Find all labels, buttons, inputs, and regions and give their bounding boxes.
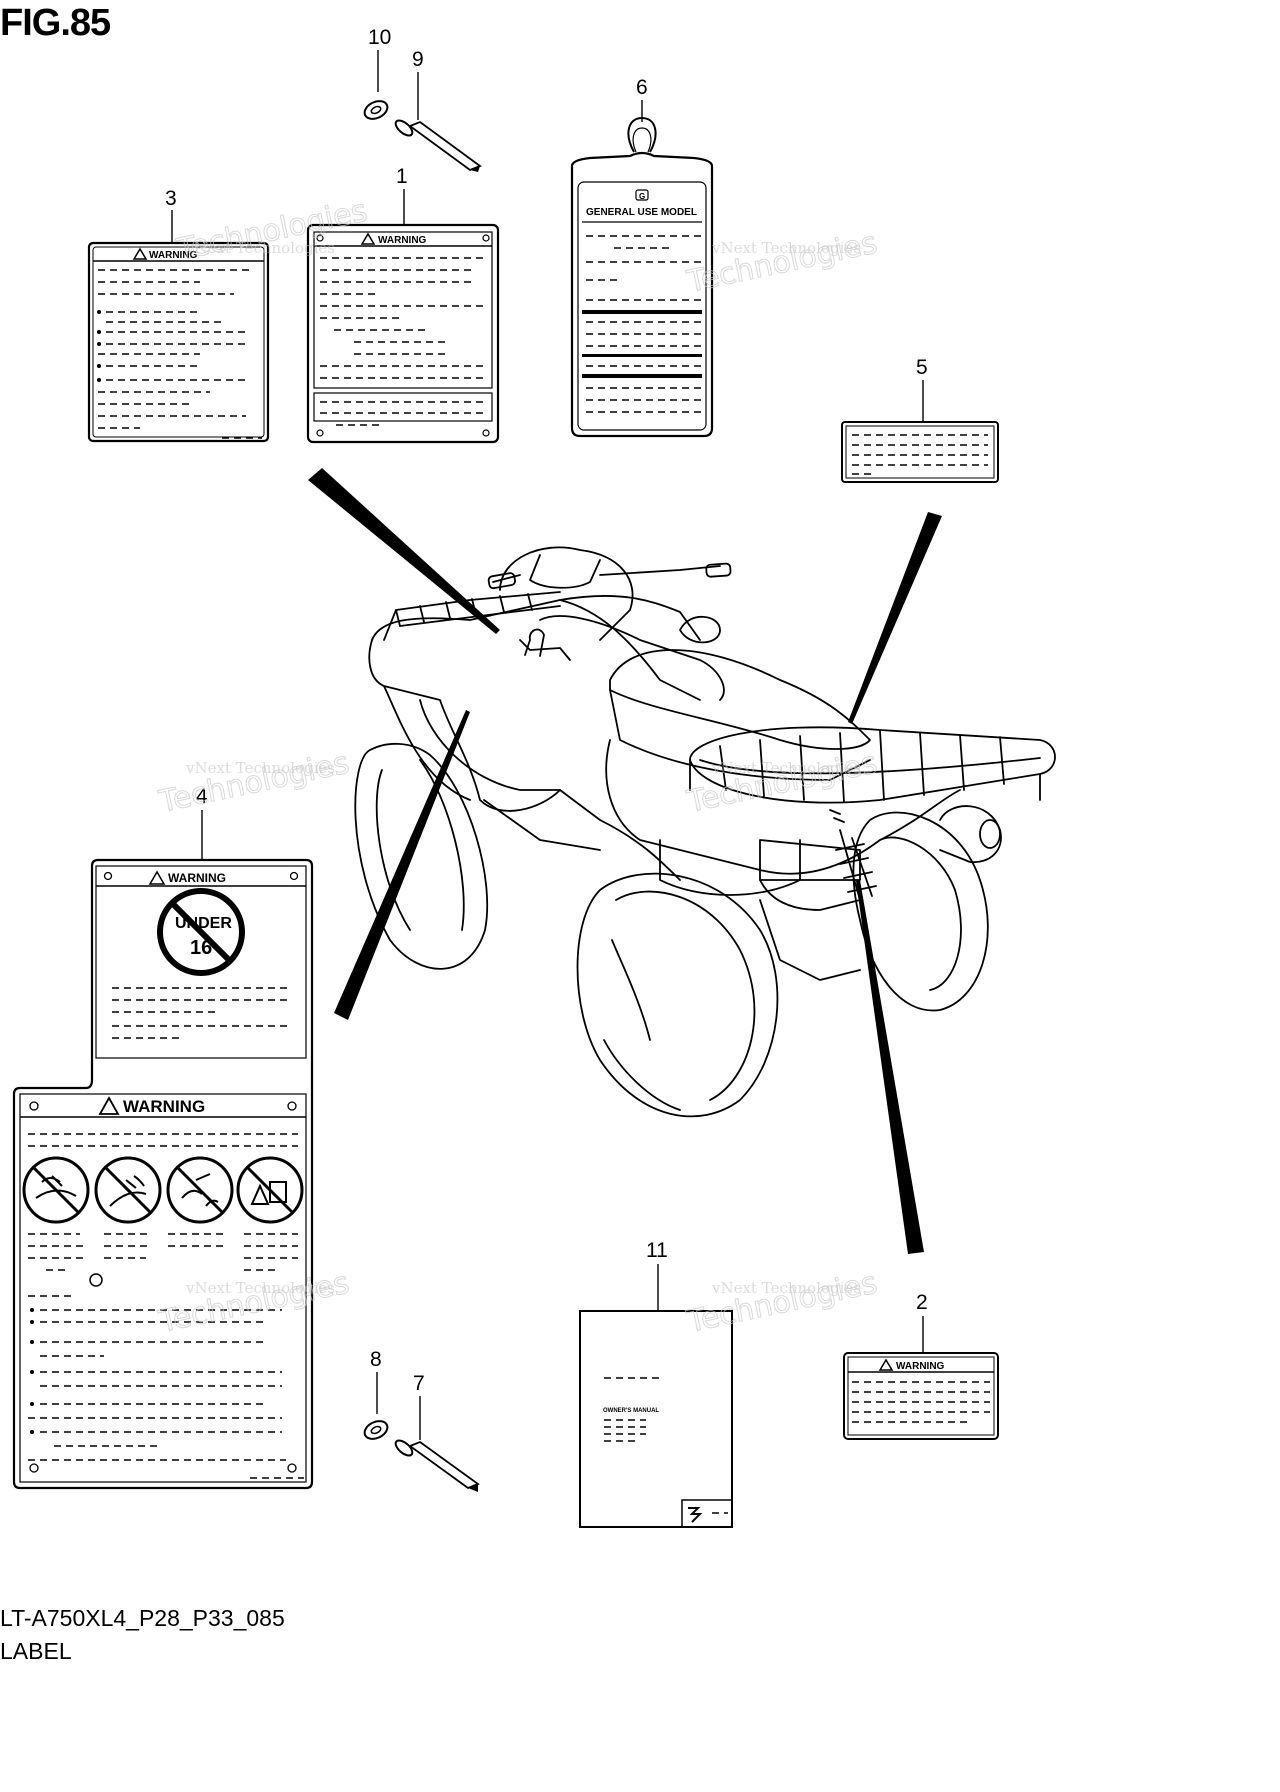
label-text-lines [97, 269, 262, 439]
callout-number: 7 [413, 1372, 425, 1395]
callout-number: 8 [370, 1348, 382, 1371]
callout-9[interactable]: 9 [412, 48, 424, 120]
label-2[interactable]: WARNING [843, 1352, 999, 1440]
svg-text:Technologies: Technologies [155, 746, 352, 821]
pointer-label-5-icon [848, 512, 942, 724]
no-drugs-icon [236, 1156, 304, 1224]
callout-number: 1 [396, 165, 408, 188]
svg-text:vNext Technologies: vNext Technologies [185, 239, 335, 257]
callout-7[interactable]: 7 [413, 1372, 425, 1440]
washer-8-icon[interactable] [362, 1418, 391, 1443]
label-3[interactable]: WARNING [87, 241, 270, 443]
callout-4[interactable]: 4 [196, 785, 208, 860]
atv-illustration-icon [354, 546, 1056, 1118]
label-text-lines [582, 235, 702, 413]
model-code: LT-A750XL4_P28_P33_085 [0, 1605, 285, 1631]
label-text-lines [28, 1233, 298, 1461]
age-text: 16 [190, 937, 212, 959]
callout-11[interactable]: 11 [646, 1239, 668, 1311]
warning-triangle-icon [132, 247, 148, 260]
svg-text:vNext Technologies: vNext Technologies [711, 759, 861, 777]
label-5[interactable] [841, 421, 999, 483]
callout-number: 2 [916, 1291, 928, 1314]
warning-triangle-icon [360, 232, 376, 245]
callout-number: 11 [646, 1239, 668, 1262]
warning-triangle-icon [148, 870, 166, 885]
label-text-lines [320, 257, 486, 379]
warning-heading: WARNING [149, 250, 198, 261]
pointer-label-4-icon [334, 710, 470, 1020]
callout-number: 5 [916, 356, 928, 379]
rivet-9-icon[interactable] [393, 118, 482, 172]
pointer-label-1-icon [308, 468, 500, 634]
callout-1[interactable]: 1 [396, 165, 408, 225]
callout-number: 10 [368, 26, 391, 49]
pictogram-row [22, 1156, 304, 1224]
warning-heading: WARNING [168, 871, 226, 885]
callout-5[interactable]: 5 [916, 356, 928, 422]
callout-10[interactable]: 10 [368, 26, 391, 92]
callout-2[interactable]: 2 [916, 1291, 928, 1354]
warning-heading: WARNING [896, 1361, 945, 1372]
warning-heading-large: WARNING [123, 1097, 205, 1116]
pointer-label-2-icon [856, 880, 924, 1254]
owners-manual-11[interactable]: OWNER'S MANUAL [579, 1310, 733, 1528]
rivet-7-icon[interactable] [393, 1438, 480, 1492]
label-text-lines [112, 987, 290, 1039]
svg-text:vNext Technologies: vNext Technologies [711, 1279, 861, 1297]
warning-triangle-icon [878, 1358, 894, 1371]
callout-number: 4 [196, 785, 208, 808]
no-under-16-icon: UNDER 16 [157, 888, 245, 976]
svg-text:vNext Technologies: vNext Technologies [185, 1279, 335, 1297]
general-use-model-heading: GENERAL USE MODEL [586, 207, 697, 218]
under-text: UNDER [175, 915, 232, 932]
section-name: LABEL [0, 1638, 72, 1664]
warning-heading: WARNING [378, 235, 427, 246]
washer-10-icon[interactable] [362, 98, 391, 123]
warning-triangle-icon [98, 1096, 120, 1115]
svg-text:vNext Technologies: vNext Technologies [711, 239, 861, 257]
brand-logo-icon [688, 1507, 703, 1523]
no-passenger-icon [22, 1156, 90, 1224]
no-alcohol-icon [166, 1156, 234, 1224]
label-6-hang-tag[interactable]: G GENERAL USE MODEL [570, 116, 714, 438]
callout-number: 3 [165, 187, 177, 210]
callout-8[interactable]: 8 [370, 1348, 382, 1414]
svg-text:vNext Technologies: vNext Technologies [185, 759, 335, 777]
label-4[interactable]: WARNING UNDER 16 WARNING [12, 858, 314, 1490]
owners-manual-title: OWNER'S MANUAL [603, 1408, 659, 1414]
tag-letter: G [639, 192, 645, 201]
label-1[interactable]: WARNING [306, 223, 500, 444]
svg-text:Technologies: Technologies [683, 746, 880, 821]
svg-text:Technologies: Technologies [683, 1266, 880, 1341]
callout-number: 9 [412, 48, 424, 71]
callout-6[interactable]: 6 [636, 76, 648, 122]
no-paved-road-icon [94, 1156, 162, 1224]
figure-title: FIG.85 [0, 2, 111, 44]
callout-3[interactable]: 3 [165, 187, 177, 244]
callout-number: 6 [636, 76, 648, 99]
